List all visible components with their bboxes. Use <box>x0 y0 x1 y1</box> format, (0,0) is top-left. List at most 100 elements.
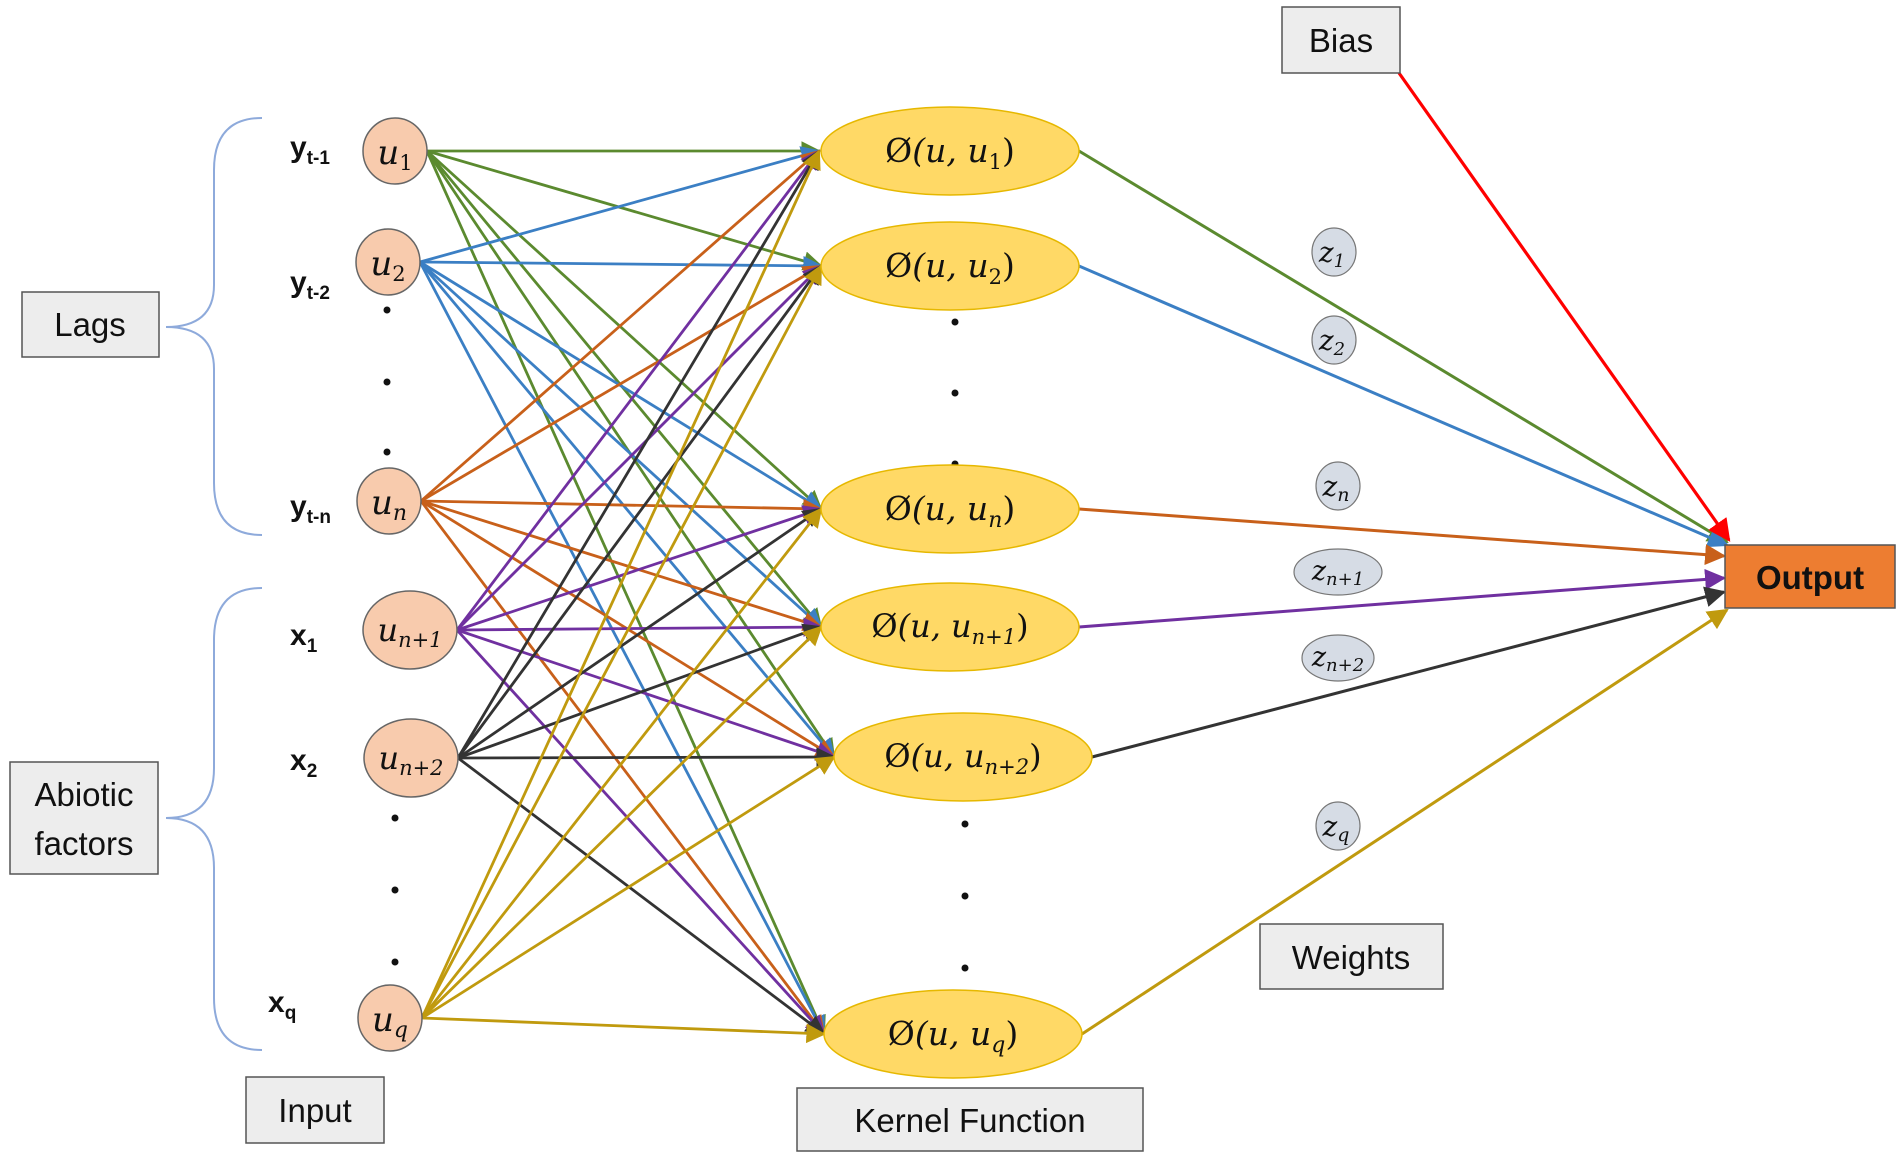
output-label: Output <box>1756 559 1864 596</box>
edge-input-1-kernel-4 <box>418 261 836 759</box>
edge-input-4-kernel-1 <box>456 264 823 759</box>
kernel-node-1: Ø(u, u1) <box>820 106 1080 196</box>
abiotic-brace <box>165 587 263 1051</box>
weight-tokens: z1 z2 zn zn+1 zn+2 zq <box>1293 227 1383 851</box>
edge-input-3-kernel-2 <box>456 505 823 632</box>
input-node-un: un <box>356 467 422 535</box>
svg-text:zn: zn <box>1321 470 1349 506</box>
abiotic-label-line2: factors <box>34 825 133 862</box>
input-box: Input <box>245 1076 385 1144</box>
input-label: Input <box>278 1092 351 1129</box>
edge-bias-output <box>1397 72 1731 542</box>
edge-input-5-kernel-3 <box>421 625 823 1019</box>
edge-input-1-kernel-2 <box>419 260 823 511</box>
edge-input-0-kernel-2 <box>426 149 823 511</box>
edge-input-5-kernel-1 <box>420 264 823 1019</box>
svg-text:Ø(u, u1): Ø(u, u1) <box>885 131 1015 174</box>
edge-input-3-kernel-1 <box>456 264 823 631</box>
output-box: Output <box>1724 544 1896 609</box>
input-node-un2: un+2 <box>363 718 459 798</box>
edge-input-0-kernel-5 <box>425 150 826 1036</box>
svg-text:u1: u1 <box>377 133 412 175</box>
edge-input-1-kernel-0 <box>419 146 821 264</box>
edge-input-2-kernel-2 <box>420 498 823 519</box>
edge-input-2-kernel-0 <box>420 149 821 503</box>
edge-input-5-kernel-5 <box>421 1016 826 1044</box>
weights-box: Weights <box>1259 923 1444 990</box>
svg-text:zn+2: zn+2 <box>1311 642 1364 676</box>
edge-input-4-kernel-3 <box>457 623 823 760</box>
weight-zn: zn <box>1315 461 1361 511</box>
edge-input-3-kernel-3 <box>456 617 823 637</box>
edge-input-3-kernel-0 <box>455 149 821 631</box>
svg-text:un: un <box>371 483 407 526</box>
edge-input-4-kernel-2 <box>457 507 823 760</box>
svg-text:z2: z2 <box>1318 324 1345 360</box>
edge-input-5-kernel-4 <box>421 755 836 1020</box>
svg-text:Ø(u, un+2): Ø(u, un+2) <box>884 737 1041 779</box>
input-label-y-t-1: yt-1 <box>290 131 330 169</box>
edge-kernel-3-output <box>1078 568 1727 629</box>
ellipsis-dots <box>383 306 969 972</box>
kernel-node-q: Ø(u, uq) <box>823 989 1083 1079</box>
input-node-un1: un+1 <box>362 590 458 670</box>
edge-input-0-kernel-1 <box>426 149 823 271</box>
weight-z2: z2 <box>1311 315 1357 365</box>
input-nodes: u1 u2 un un+1 un+2 uq <box>355 117 459 1052</box>
lags-brace <box>165 117 263 536</box>
input-label-y-t-2: yt-2 <box>290 266 330 304</box>
input-label-x-1: x1 <box>290 619 318 657</box>
edge-input-1-kernel-5 <box>418 261 826 1036</box>
edge-kernel-4-output <box>1091 586 1727 759</box>
kernel-node-n: Ø(u, un) <box>820 464 1080 554</box>
edge-input-1-kernel-3 <box>419 260 823 629</box>
edge-kernel-0-output <box>1078 149 1729 544</box>
svg-text:u2: u2 <box>370 244 405 286</box>
weight-zn1: zn+1 <box>1293 548 1383 596</box>
weight-z1: z1 <box>1311 227 1357 277</box>
input-node-u2: u2 <box>355 228 421 296</box>
edge-input-2-kernel-1 <box>420 264 823 503</box>
abiotic-label-line1: Abiotic <box>34 776 133 813</box>
edge-input-4-kernel-4 <box>457 747 836 767</box>
bias-label: Bias <box>1309 22 1373 59</box>
input-node-u1: u1 <box>362 117 428 185</box>
svg-text:z1: z1 <box>1318 236 1345 272</box>
svg-text:zn+1: zn+1 <box>1311 556 1364 590</box>
edge-input-3-kernel-4 <box>456 628 836 761</box>
svg-text:uq: uq <box>372 1000 408 1043</box>
weight-zq: zq <box>1315 801 1361 851</box>
lags-box: Lags <box>21 291 160 358</box>
kernel-function-label: Kernel Function <box>854 1102 1085 1139</box>
lags-label: Lags <box>54 306 126 343</box>
svg-text:un+1: un+1 <box>377 611 442 652</box>
edge-kernel-2-output <box>1078 507 1727 566</box>
edge-input-5-kernel-2 <box>420 507 823 1019</box>
svg-text:Ø(u, u2): Ø(u, u2) <box>885 246 1015 289</box>
abiotic-factors-box: Abiotic factors <box>9 761 159 875</box>
kernel-node-2: Ø(u, u2) <box>820 221 1080 311</box>
bias-box: Bias <box>1281 6 1401 74</box>
edge-input-5-kernel-0 <box>420 149 821 1019</box>
kernel-node-n2: Ø(u, un+2) <box>833 712 1093 802</box>
kernel-function-box: Kernel Function <box>796 1087 1144 1152</box>
edge-input-2-kernel-3 <box>420 499 823 632</box>
input-label-x-2: x2 <box>290 744 317 782</box>
edge-kernel-1-output <box>1078 264 1729 548</box>
weights-label: Weights <box>1292 939 1411 976</box>
svg-text:Ø(u, uq): Ø(u, uq) <box>888 1014 1018 1058</box>
svg-text:zq: zq <box>1322 810 1350 846</box>
input-node-uq: uq <box>357 984 423 1052</box>
kernel-nodes: Ø(u, u1) Ø(u, u2) Ø(u, un) Ø(u, un+1) Ø(… <box>820 106 1093 1079</box>
kernel-node-n1: Ø(u, un+1) <box>820 582 1080 672</box>
edge-kernel-5-output <box>1081 608 1729 1036</box>
weight-zn2: zn+2 <box>1301 634 1375 682</box>
svg-text:un+2: un+2 <box>378 739 443 780</box>
edge-input-1-kernel-1 <box>419 256 823 276</box>
input-labels: yt-1 yt-2 yt-n x1 x2 xq <box>268 131 331 1024</box>
svg-text:Ø(u, un+1): Ø(u, un+1) <box>871 607 1028 649</box>
input-label-y-t-n: yt-n <box>290 490 331 528</box>
edge-input-4-kernel-0 <box>456 149 821 759</box>
edge-input-3-kernel-5 <box>455 629 826 1036</box>
